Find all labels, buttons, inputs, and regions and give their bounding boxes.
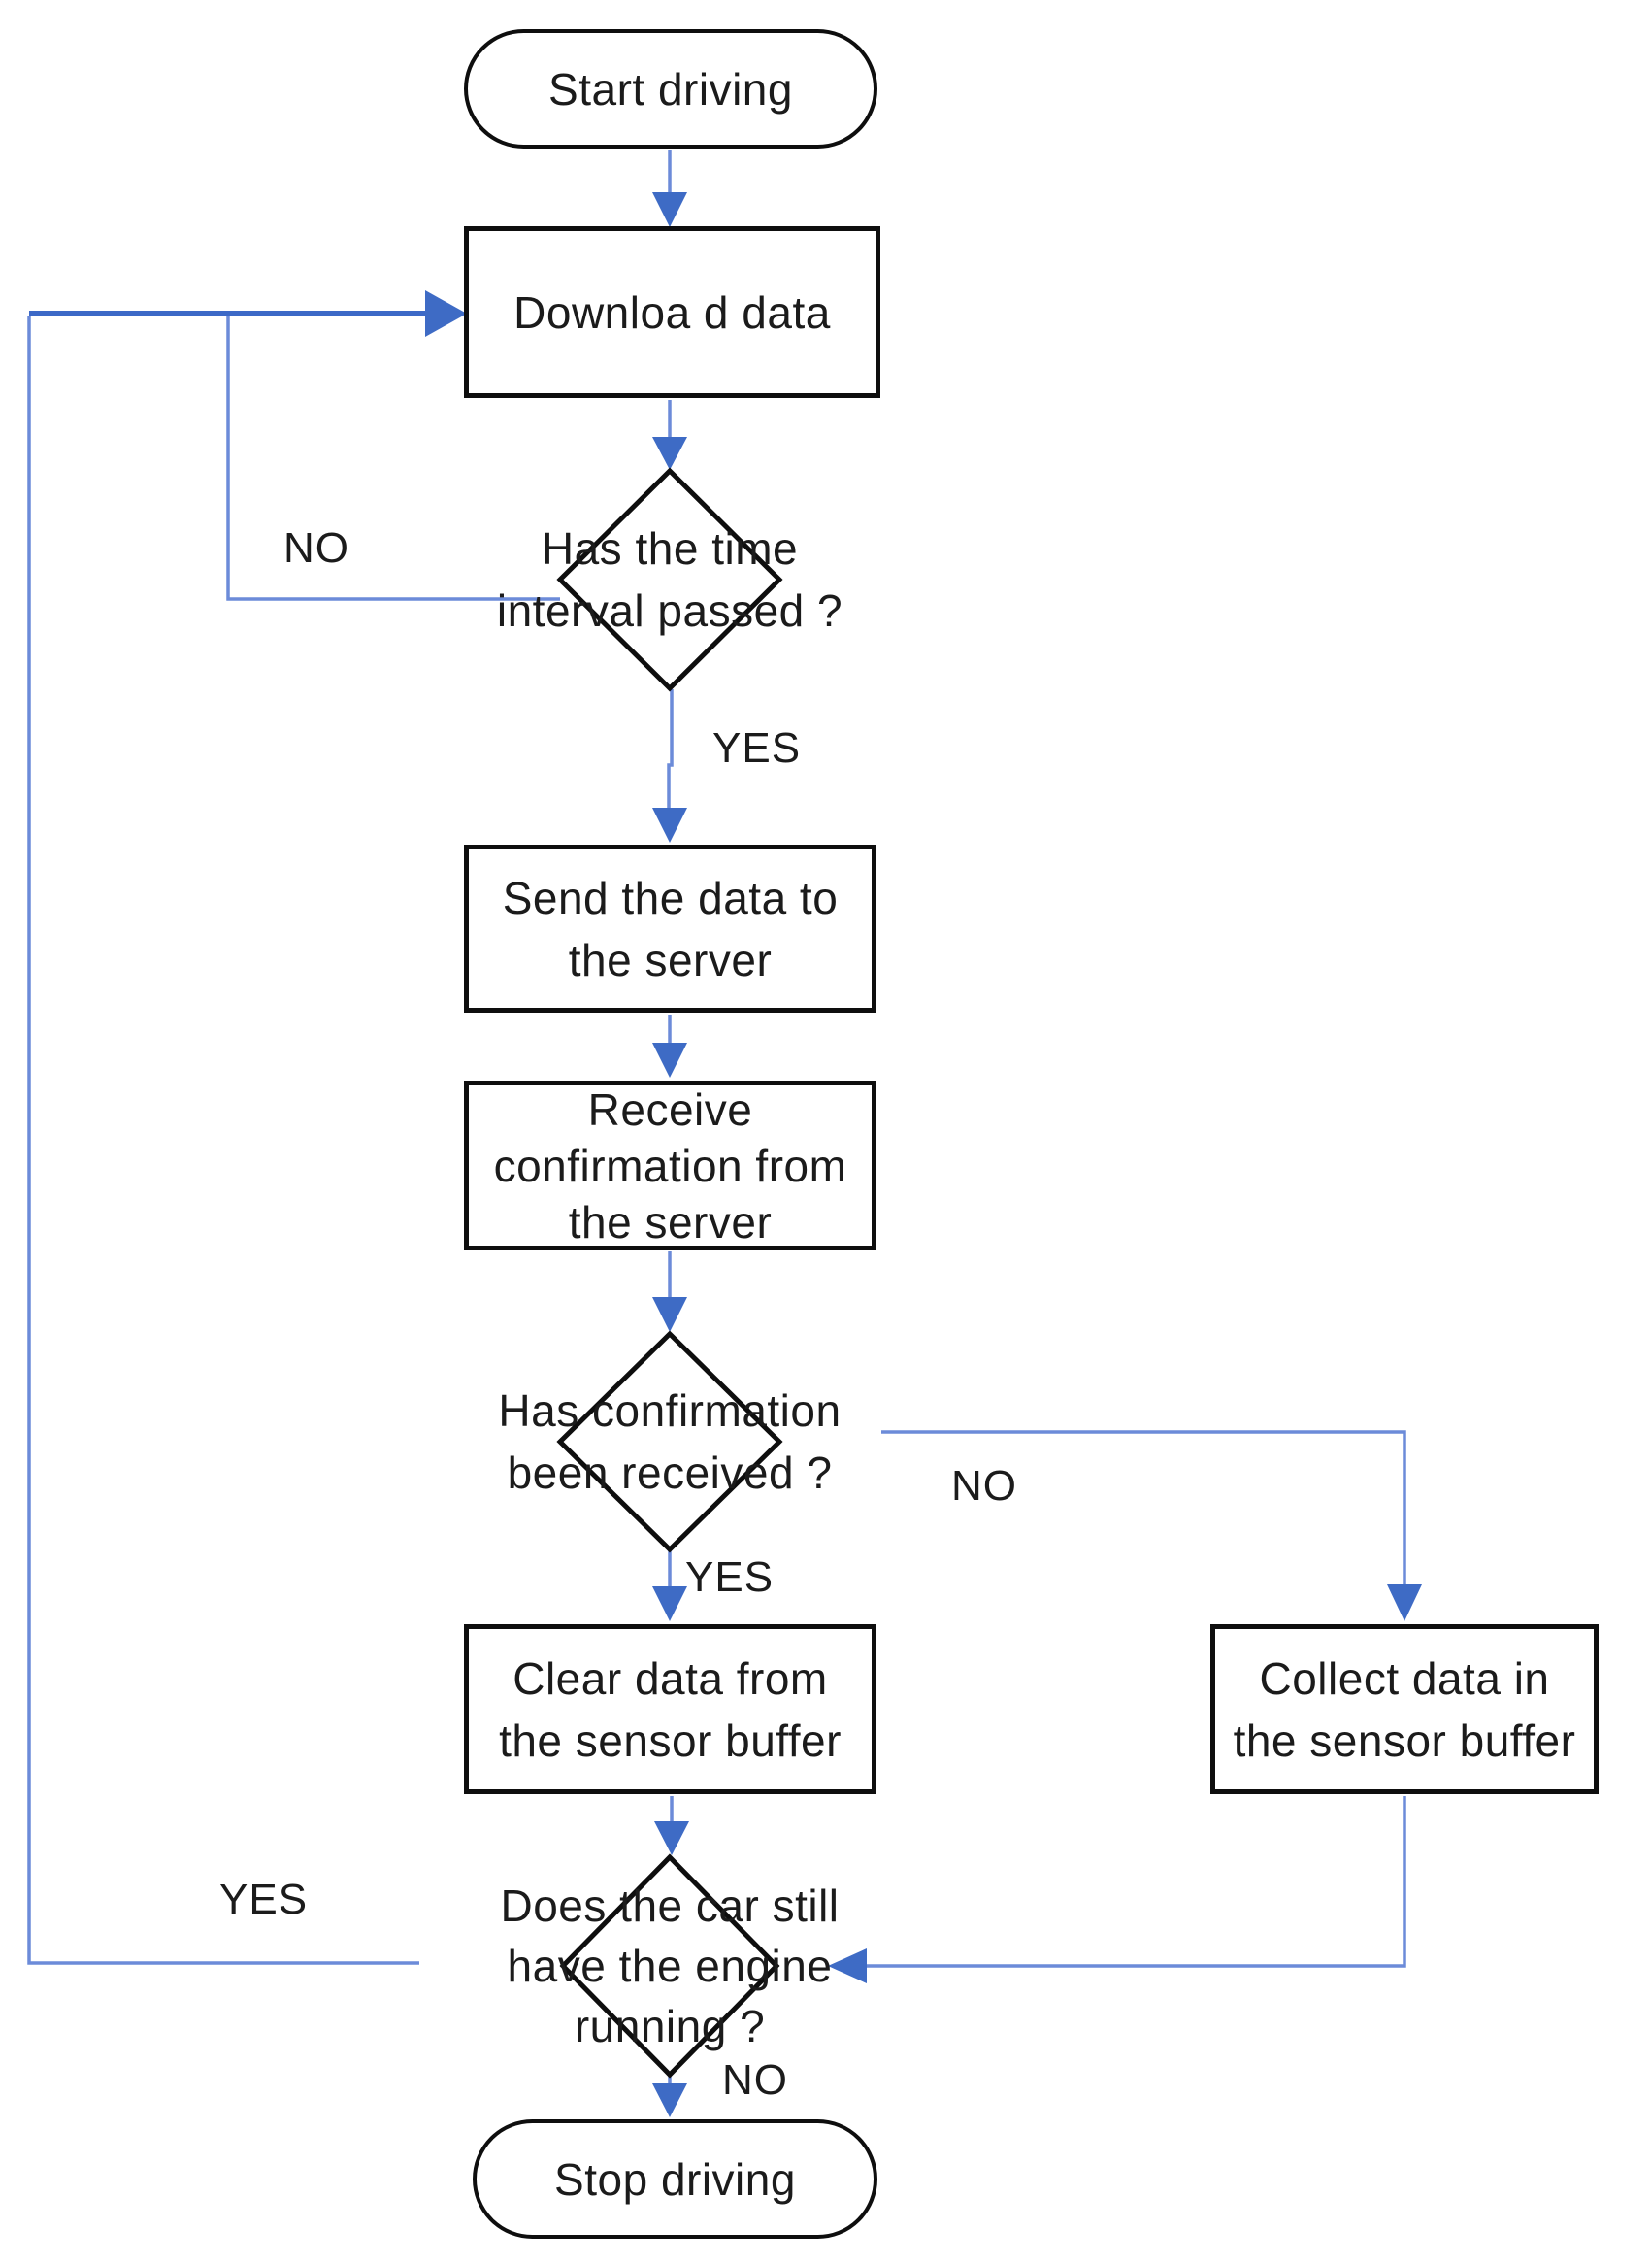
node-clear-buffer-line2: the sensor buffer xyxy=(499,1714,842,1766)
decision-time-interval-line2: interval passed ? xyxy=(496,585,843,636)
decision-engine-running-label: Does the car still have the engine runni… xyxy=(500,1876,839,2056)
edge-label-time-no: NO xyxy=(283,524,349,572)
connector-engine-no-to-stop xyxy=(652,2077,687,2117)
decision-engine-running-shape xyxy=(559,1853,780,2079)
node-receive-confirmation-line3: the server xyxy=(568,1196,773,1248)
connector-engine-yes-loop xyxy=(27,316,419,1965)
connector-send-to-receive xyxy=(652,1015,687,1078)
connector-confirm-yes-to-clear xyxy=(652,1550,687,1621)
node-download-data: Downloa d data xyxy=(464,226,880,398)
edge-label-time-yes: YES xyxy=(712,724,802,772)
decision-engine-running-line1: Does the car still xyxy=(500,1880,840,1931)
connector-time-no-loop xyxy=(226,316,560,601)
decision-confirmation-line2: been received ? xyxy=(507,1448,833,1498)
decision-engine-running-line3: running ? xyxy=(574,2001,766,2051)
edge-label-engine-yes: YES xyxy=(219,1876,309,1923)
node-clear-buffer: Clear data from the sensor buffer xyxy=(464,1624,876,1794)
node-send-data-line1: Send the data to xyxy=(502,872,839,923)
decision-confirmation-line1: Has confirmation xyxy=(498,1385,842,1436)
edge-label-confirm-no: NO xyxy=(951,1462,1017,1510)
node-collect-buffer-line2: the sensor buffer xyxy=(1233,1714,1576,1766)
connector-download-to-time-decision xyxy=(652,400,687,470)
node-clear-buffer-line1: Clear data from xyxy=(512,1652,828,1704)
connector-collect-to-engine-decision xyxy=(828,1796,1406,1983)
decision-engine-running-line2: have the engine xyxy=(507,1941,833,1991)
decision-time-interval-shape xyxy=(556,467,783,692)
decision-confirmation-shape xyxy=(556,1330,783,1553)
edge-label-confirm-yes: YES xyxy=(685,1553,775,1601)
connector-time-yes-to-send xyxy=(652,689,687,843)
node-send-data-line2: the server xyxy=(568,934,773,985)
node-stop-driving-label: Stop driving xyxy=(554,2153,796,2205)
connector-receive-to-confirm-decision xyxy=(652,1251,687,1332)
node-download-data-label: Downloa d data xyxy=(513,286,831,338)
decision-time-interval-line1: Has the time xyxy=(541,523,799,574)
node-receive-confirmation-line2: confirmation from xyxy=(493,1140,847,1191)
connector-clear-to-engine-decision xyxy=(654,1796,689,1855)
node-receive-confirmation-line1: Receive xyxy=(587,1083,753,1135)
connector-confirm-no-to-collect xyxy=(881,1430,1422,1621)
node-collect-buffer-line1: Collect data in xyxy=(1259,1652,1550,1704)
connector-start-to-download xyxy=(652,150,687,227)
connector-loop-into-download xyxy=(29,290,467,337)
node-start-driving: Start driving xyxy=(464,29,877,149)
node-collect-buffer: Collect data in the sensor buffer xyxy=(1210,1624,1599,1794)
node-start-driving-label: Start driving xyxy=(548,63,793,115)
edge-label-engine-no: NO xyxy=(722,2056,788,2104)
node-send-data: Send the data to the server xyxy=(464,845,876,1013)
node-receive-confirmation: Receive confirmation from the server xyxy=(464,1081,876,1250)
node-stop-driving: Stop driving xyxy=(473,2119,877,2239)
decision-confirmation-label: Has confirmation been received ? xyxy=(498,1380,841,1504)
decision-time-interval-label: Has the time interval passed ? xyxy=(497,517,843,642)
